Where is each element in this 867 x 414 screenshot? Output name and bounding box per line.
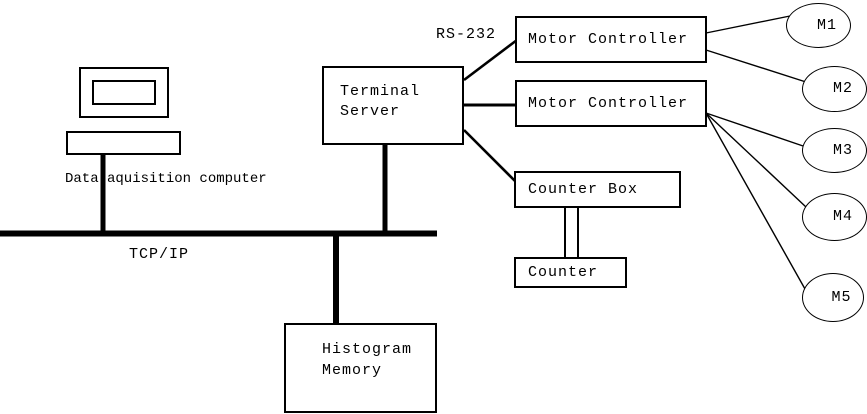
- motor-node-m1: M1: [786, 3, 851, 48]
- terminal-server-node: Terminal Server: [322, 66, 464, 145]
- motor-node-m3: M3: [802, 128, 867, 173]
- motor-link-m3-line: [705, 112, 807, 148]
- motor-m2-label: M2: [832, 80, 853, 97]
- motor-link-m2-line: [705, 49, 807, 83]
- motor-link-m5-line: [705, 112, 806, 290]
- motor-node-m2: M2: [802, 66, 867, 112]
- histogram-memory-node: Histogram Memory: [284, 323, 437, 413]
- terminal-server-label: Terminal Server: [340, 83, 421, 120]
- motor-controller-1-node: Motor Controller: [515, 16, 707, 63]
- counter-label: Counter: [528, 263, 599, 281]
- motor-node-m5: M5: [802, 273, 864, 322]
- motor-m4-label: M4: [832, 208, 853, 225]
- rs232-link-motor-controller-1-line: [463, 38, 518, 82]
- tcpip-bus-label: TCP/IP: [129, 246, 190, 263]
- rs232-label: RS-232: [436, 26, 497, 43]
- motor-m1-label: M1: [816, 16, 837, 34]
- counter-box-node: Counter Box: [514, 171, 681, 208]
- computer-screen-icon: [92, 80, 156, 105]
- histogram-memory-label: Histogram Memory: [322, 341, 413, 379]
- motor-controller-2-label: Motor Controller: [528, 94, 689, 112]
- motor-link-m1-line: [705, 15, 791, 34]
- motor-m5-label: M5: [831, 288, 852, 306]
- motor-m3-label: M3: [832, 141, 853, 159]
- counter-node: Counter: [514, 257, 627, 288]
- computer-caption: Data aquisition computer: [65, 171, 267, 187]
- motor-controller-2-node: Motor Controller: [515, 80, 707, 127]
- rs232-link-counter-box-line: [463, 129, 517, 183]
- motor-controller-1-label: Motor Controller: [528, 30, 689, 48]
- motor-node-m4: M4: [802, 193, 867, 241]
- counter-box-label: Counter Box: [528, 180, 639, 198]
- computer-keyboard-icon: [66, 131, 181, 155]
- motor-link-m4-line: [705, 112, 807, 208]
